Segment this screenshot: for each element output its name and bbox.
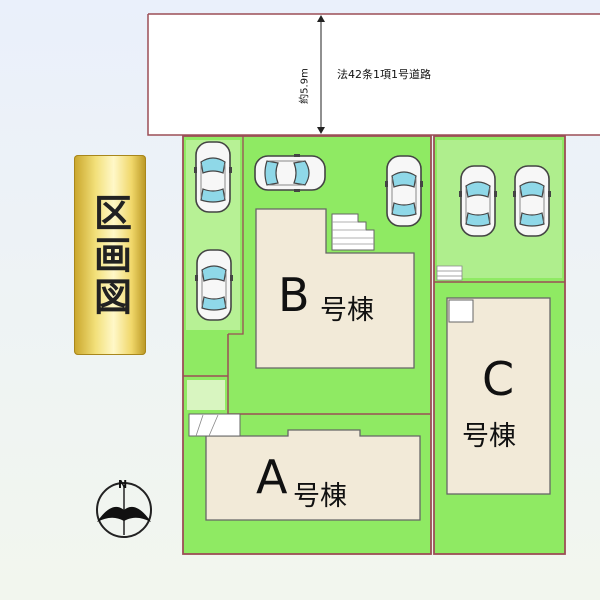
- building-c-steps: [436, 265, 463, 281]
- north-compass-icon: [96, 482, 152, 538]
- building-a-footprint: [205, 429, 421, 521]
- building-b-footprint: [255, 208, 415, 369]
- road-label: 法42条1項1号道路: [337, 68, 431, 81]
- building-a-letter: A: [256, 450, 288, 504]
- road-width-label: 約5.9m: [299, 68, 311, 104]
- road: [148, 14, 600, 135]
- building-c-letter: C: [482, 352, 515, 406]
- building-b-suffix: 号棟: [320, 295, 374, 326]
- parking-pad: [187, 380, 225, 410]
- building-c-footprint: [446, 297, 551, 495]
- building-c-entrance: [448, 299, 474, 323]
- building-c-suffix: 号棟: [462, 421, 516, 452]
- parked-car: [254, 153, 326, 193]
- building-b-step-lines: [332, 221, 374, 245]
- parked-car: [458, 165, 498, 237]
- lot-boundary-flag: [228, 136, 244, 335]
- building-a-entrance-lines: [195, 414, 219, 437]
- building-a-suffix: 号棟: [293, 481, 347, 512]
- parked-car: [194, 249, 234, 321]
- building-a-entrance: [188, 413, 241, 437]
- plan-title: 区画図: [87, 193, 133, 319]
- parked-car: [384, 155, 424, 227]
- dimension-arrow-top: [317, 15, 325, 22]
- parked-car: [512, 165, 552, 237]
- building-b-letter: B: [278, 268, 310, 322]
- plan-title-badge: 区画図: [74, 155, 146, 355]
- dimension-arrow-bottom: [317, 127, 325, 134]
- parked-car: [193, 141, 233, 213]
- road-edge: [147, 14, 600, 136]
- north-label: N: [118, 478, 128, 491]
